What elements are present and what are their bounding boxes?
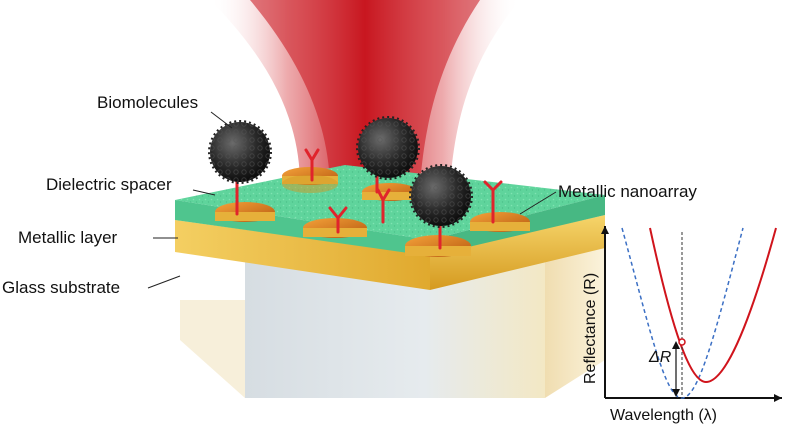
label-dielectric-spacer: Dielectric spacer — [46, 175, 172, 195]
delta-r-label: ΔR — [648, 349, 672, 366]
reflectance-inset: ΔR Wavelength (λ) Reflectance (R) — [582, 226, 782, 424]
intersection-marker — [679, 339, 685, 345]
label-biomolecules: Biomolecules — [97, 93, 198, 113]
label-glass-substrate: Glass substrate — [2, 278, 120, 298]
label-metallic-nanoarray: Metallic nanoarray — [558, 182, 697, 202]
inset-xlabel: Wavelength (λ) — [610, 407, 717, 424]
inset-ylabel: Reflectance (R) — [582, 273, 599, 384]
label-metallic-layer: Metallic layer — [18, 228, 117, 248]
